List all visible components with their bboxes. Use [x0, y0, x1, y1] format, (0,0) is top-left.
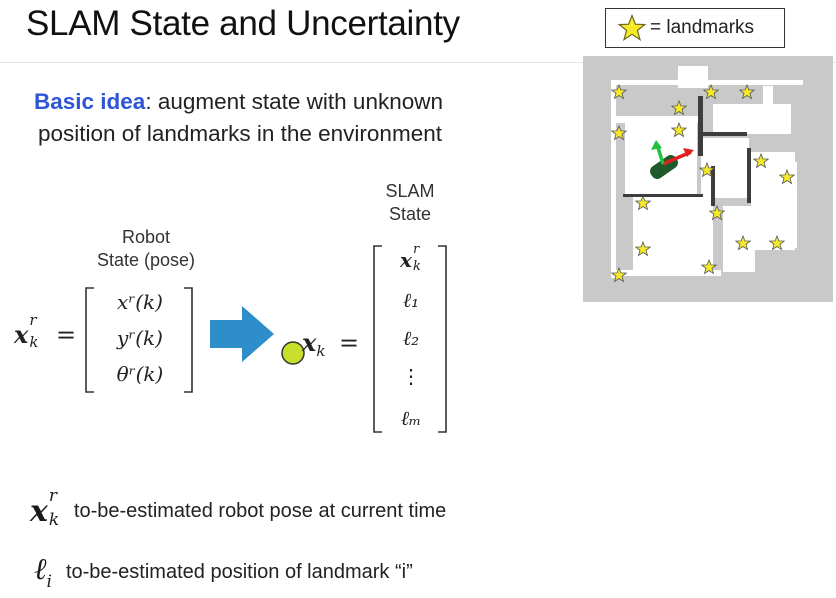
- basic-idea-text: Basic idea: augment state with unknown p…: [34, 86, 554, 150]
- robot-state-lhs-sub: k: [29, 333, 39, 351]
- slam-state-lhs-sub: k: [316, 342, 326, 360]
- definition-landmark-symbol: ℓi: [34, 552, 52, 592]
- slam-state-entry-vdots: ⋮: [401, 364, 421, 388]
- pointer-dot-icon: [281, 341, 305, 365]
- basic-idea-keyword: Basic idea: [34, 89, 146, 114]
- page-title: SLAM State and Uncertainty: [26, 4, 460, 43]
- map-free-space: [611, 66, 803, 278]
- slam-state-label-line1: SLAM: [385, 181, 435, 201]
- slam-state-lhs: xk =: [302, 328, 359, 360]
- definition-landmark-text: to-be-estimated position of landmark “i”: [65, 560, 413, 583]
- right-arrow-icon: [210, 306, 274, 362]
- slam-state-label-line2: State: [388, 204, 432, 224]
- robot-state-lhs-sup: r: [29, 311, 37, 329]
- basic-idea-line1: : augment state with unknown: [145, 89, 444, 114]
- slam-state-entry-robot-sub: k: [412, 259, 421, 274]
- basic-idea-line2: position of landmarks in the environment: [38, 121, 442, 146]
- robot-state-label-line2: State (pose): [96, 250, 196, 270]
- legend-label: = landmarks: [650, 17, 755, 38]
- definition-robot-pose-text: to-be-estimated robot pose at current ti…: [73, 500, 447, 522]
- slam-state-entry-l2: ℓ₂: [402, 326, 420, 350]
- slam-state-entry-robot-symbol: x: [400, 248, 412, 272]
- robot-state-lhs-symbol: x: [14, 320, 29, 349]
- star-icon: [618, 14, 646, 41]
- robot-state-equals: =: [55, 321, 77, 349]
- robot-state-theta-entry: θʳ(k): [116, 362, 164, 386]
- title-divider: [0, 62, 836, 63]
- map-walls: [623, 96, 751, 206]
- slam-state-label: SLAM State: [360, 180, 460, 226]
- slam-state-entry-lm: ℓₘ: [400, 406, 422, 430]
- map-landmarks: [610, 83, 796, 283]
- robot-state-label: Robot State (pose): [76, 226, 216, 272]
- definition-landmark: ℓi to-be-estimated position of landmark …: [34, 552, 413, 592]
- robot-marker: [650, 140, 694, 179]
- slam-state-entry-l1: ℓ₁: [402, 288, 420, 312]
- landmarks-legend: = landmarks: [605, 8, 785, 48]
- slam-state-brackets: [373, 245, 447, 433]
- robot-state-y-entry: yʳ(k): [117, 326, 163, 350]
- robot-state-x-entry: xʳ(k): [117, 290, 163, 314]
- map-figure: [583, 56, 833, 302]
- robot-state-label-line1: Robot: [121, 227, 171, 247]
- robot-state-brackets: [85, 287, 193, 393]
- slam-state-entry-robot-sup: r: [412, 242, 420, 257]
- slam-state-lhs-symbol: x: [302, 328, 317, 357]
- slam-state-equals: =: [339, 329, 360, 357]
